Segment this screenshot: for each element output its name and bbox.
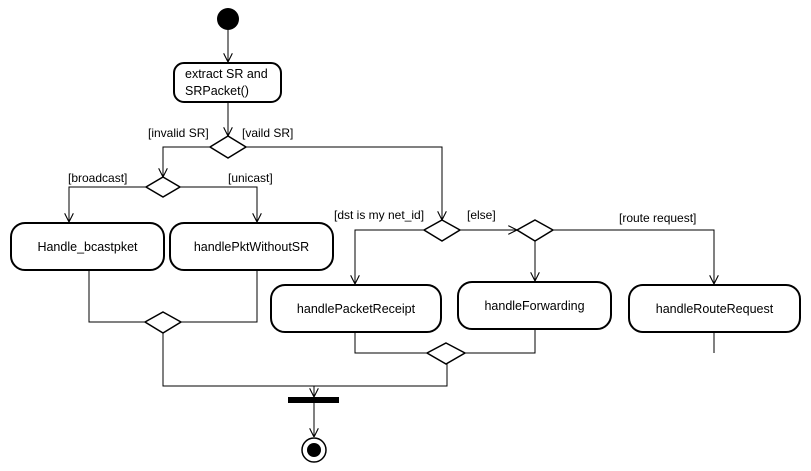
flow-dst-is-mine — [355, 229, 424, 284]
action-handle-packet-receipt: handlePacketReceipt — [270, 284, 442, 333]
decision-cast-type — [144, 176, 182, 198]
guard-invalid-sr: [invalid SR] — [148, 126, 209, 140]
action-handle-route-request-label: handleRouteRequest — [655, 301, 774, 316]
merge-left — [143, 311, 183, 334]
guard-route-request: [route request] — [619, 211, 697, 225]
flow-bcast-to-merge — [88, 271, 145, 323]
guard-broadcast: [broadcast] — [68, 171, 128, 185]
action-handle-pkt-without-sr: handlePktWithoutSR — [169, 222, 334, 271]
action-extract-sr-label: extract SR and SRPacket() — [185, 66, 268, 98]
action-extract-sr: extract SR and SRPacket() — [173, 62, 282, 103]
action-handle-route-request: handleRouteRequest — [628, 284, 801, 333]
initial-node — [217, 8, 239, 30]
decision-sr-validity — [208, 135, 248, 159]
final-node-inner — [307, 443, 321, 457]
flow-route-request — [553, 229, 714, 284]
guard-valid-sr: [vaild SR] — [242, 126, 294, 140]
action-handle-bcast-label: Handle_bcastpket — [37, 239, 138, 254]
flow-left-merge-to-join — [162, 333, 448, 387]
merge-right — [425, 342, 467, 365]
action-handle-pkt-without-sr-label: handlePktWithoutSR — [193, 239, 310, 254]
decision-forward-type — [515, 219, 555, 242]
flow-without-sr-to-merge — [181, 271, 258, 323]
decision-dst — [422, 219, 462, 242]
guard-unicast: [unicast] — [228, 171, 273, 185]
action-handle-packet-receipt-label: handlePacketReceipt — [296, 301, 416, 316]
guard-dst-is-my-net-id: [dst is my net_id] — [334, 208, 425, 222]
action-handle-forwarding-label: handleForwarding — [484, 298, 585, 313]
flow-unicast — [180, 186, 257, 222]
action-handle-bcast: Handle_bcastpket — [10, 222, 165, 271]
flow-invalid-sr — [163, 146, 210, 177]
flow-forwarding-to-merge — [465, 330, 536, 354]
guard-else: [else] — [467, 208, 496, 222]
flow-receipt-to-merge — [354, 333, 427, 354]
flow-broadcast — [69, 186, 146, 222]
flow-valid-sr — [246, 146, 442, 220]
join-bar — [288, 397, 339, 403]
action-handle-forwarding: handleForwarding — [457, 281, 612, 330]
